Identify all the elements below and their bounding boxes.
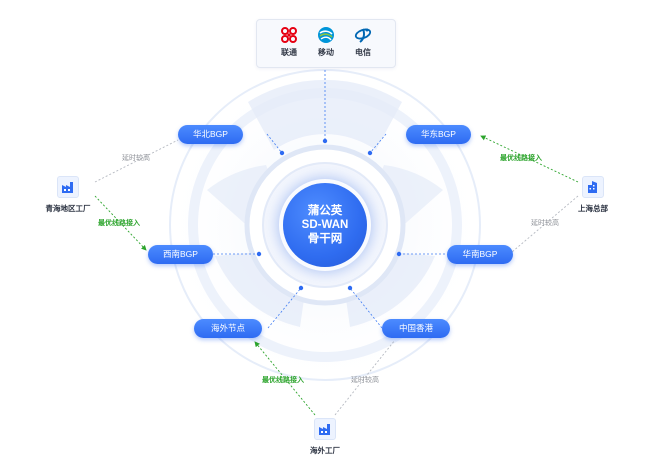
carrier-telecom-label: 电信 bbox=[355, 48, 371, 57]
carrier-telecom: 电信 bbox=[348, 26, 378, 58]
carrier-mobile: 移动 bbox=[311, 26, 341, 58]
carrier-unicom-label: 联通 bbox=[281, 48, 297, 57]
node-hongkong: 中国香港 bbox=[382, 319, 450, 338]
sd-wan-backbone-core: 蒲公英 SD-WAN 骨干网 bbox=[283, 183, 367, 267]
link-label-shanghai-east: 最优线路接入 bbox=[500, 155, 542, 162]
link-label-shanghai-south: 延时较高 bbox=[531, 220, 559, 227]
qinghai-southwest-link bbox=[94, 195, 147, 251]
node-connectors bbox=[213, 133, 445, 329]
factory-icon bbox=[314, 418, 336, 440]
core-title-line3: 骨干网 bbox=[307, 233, 343, 245]
carrier-core-dot bbox=[322, 138, 328, 144]
node-north-bgp: 华北BGP bbox=[178, 125, 243, 144]
china-unicom-icon bbox=[281, 27, 297, 43]
site-qinghai-label: 青海地区工厂 bbox=[45, 204, 91, 213]
node-overseas: 海外节点 bbox=[194, 319, 262, 338]
china-telecom-icon bbox=[354, 28, 372, 43]
carrier-unicom: 联通 bbox=[274, 26, 304, 58]
site-shanghai-hq: 上海总部 bbox=[558, 176, 628, 214]
qinghai-north-link bbox=[94, 139, 179, 183]
site-shanghai-label: 上海总部 bbox=[578, 204, 608, 213]
site-overseas-factory: 海外工厂 bbox=[290, 418, 360, 456]
link-label-qinghai-southwest: 最优线路接入 bbox=[98, 220, 140, 227]
carrier-mobile-label: 移动 bbox=[318, 48, 334, 57]
node-south-bgp: 华南BGP bbox=[447, 245, 513, 264]
factory-icon bbox=[57, 176, 79, 198]
office-building-icon bbox=[582, 176, 604, 198]
link-label-qinghai-north: 延时较高 bbox=[122, 155, 150, 162]
site-qinghai-factory: 青海地区工厂 bbox=[33, 176, 103, 214]
china-mobile-icon bbox=[318, 27, 334, 43]
node-east-bgp: 华东BGP bbox=[406, 125, 471, 144]
carrier-panel: 联通 移动 电信 bbox=[256, 19, 396, 68]
site-links bbox=[94, 135, 579, 416]
shanghai-east-link bbox=[480, 135, 579, 183]
link-label-overseas-node: 最优线路接入 bbox=[262, 377, 304, 384]
core-title-line1: 蒲公英 bbox=[307, 205, 343, 217]
node-connector-dots bbox=[256, 150, 402, 291]
core-title-line2: SD-WAN bbox=[301, 219, 349, 231]
link-label-overseas-hk: 延时较高 bbox=[351, 377, 379, 384]
shanghai-south-link bbox=[511, 195, 579, 253]
site-overseas-factory-label: 海外工厂 bbox=[310, 446, 340, 455]
overseas-hk-link bbox=[334, 339, 396, 416]
node-southwest-bgp: 西南BGP bbox=[148, 245, 213, 264]
